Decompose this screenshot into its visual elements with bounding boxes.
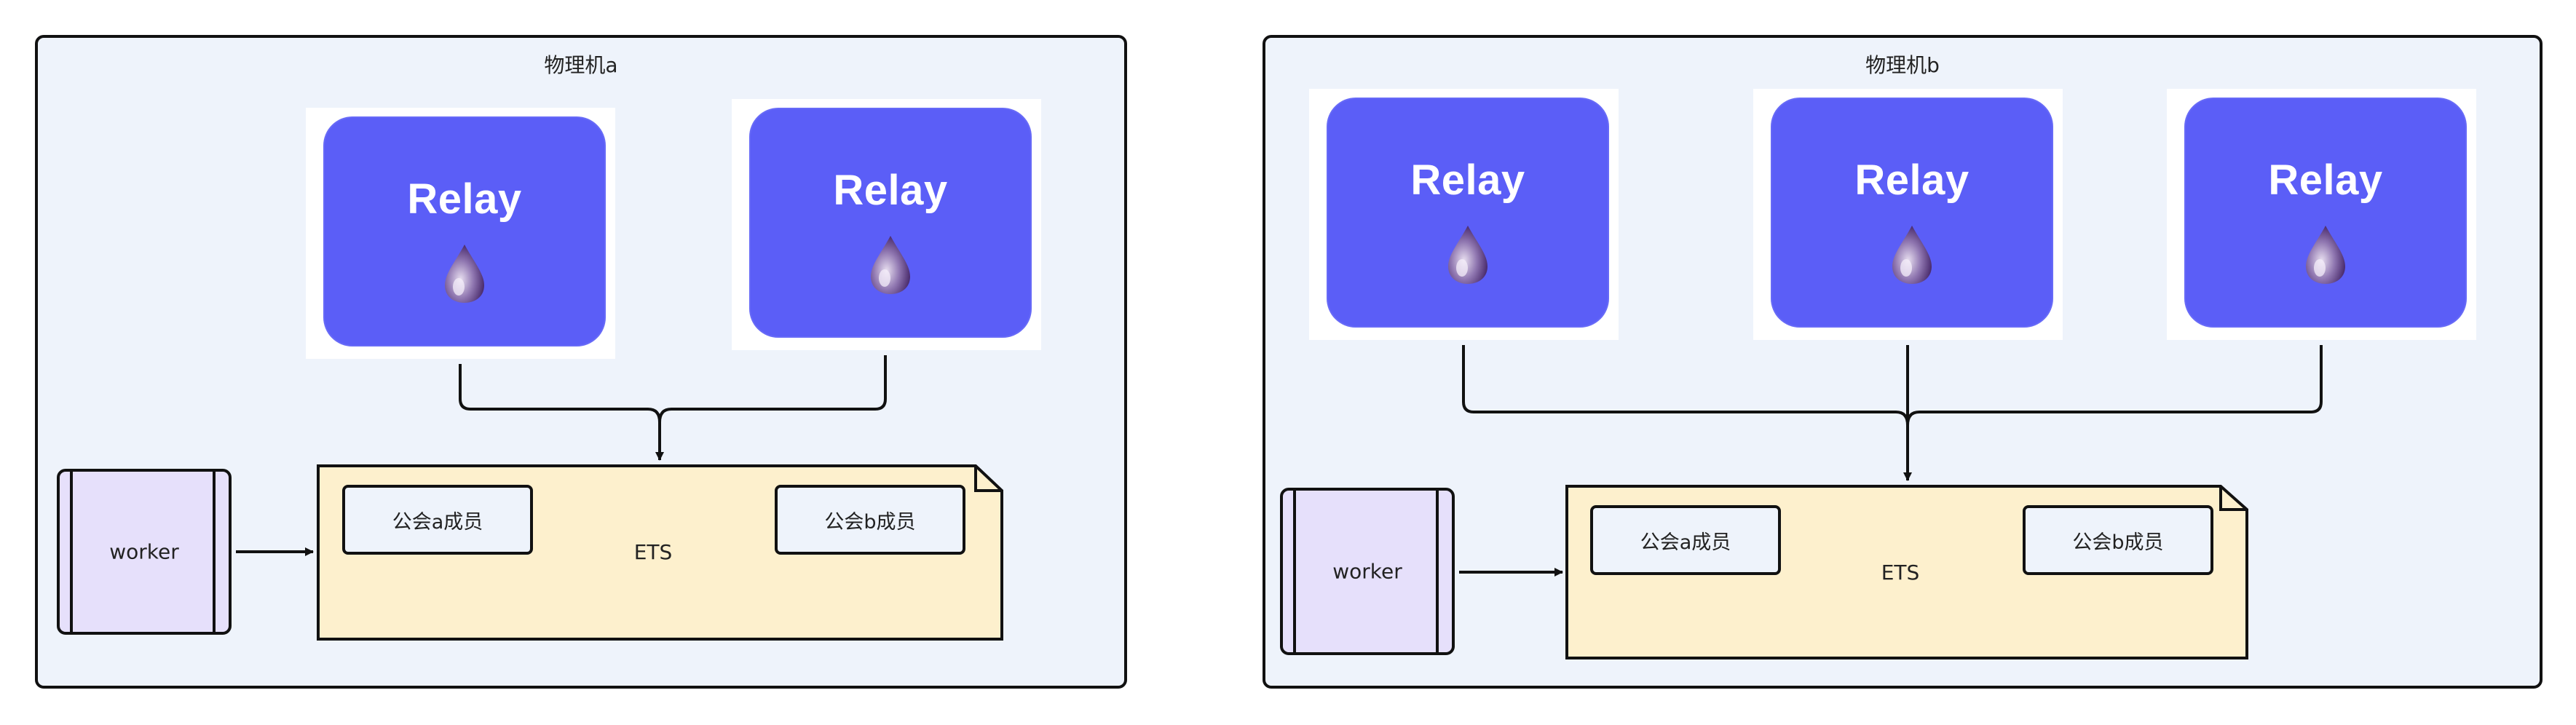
worker-b-label: worker bbox=[1332, 559, 1402, 584]
elixir-drop-icon bbox=[1892, 226, 1932, 284]
relay-b2-label: Relay bbox=[1854, 157, 1969, 204]
relay-a1[interactable]: Relay bbox=[323, 116, 606, 346]
machine-b-title: 物理机b bbox=[1865, 53, 1940, 77]
member-b-guild-a[interactable]: 公会a成员 bbox=[1590, 505, 1781, 575]
relay-a2-label: Relay bbox=[833, 167, 948, 214]
worker-a-right-bar bbox=[213, 472, 216, 632]
worker-b-left-bar bbox=[1293, 491, 1296, 652]
relay-b2[interactable]: Relay bbox=[1771, 98, 2053, 328]
relay-b3-frame: Relay bbox=[2167, 89, 2476, 340]
relay-b1[interactable]: Relay bbox=[1327, 98, 1609, 328]
elixir-drop-icon bbox=[871, 236, 910, 294]
worker-a-label: worker bbox=[109, 539, 179, 564]
member-a-guild-b[interactable]: 公会b成员 bbox=[775, 485, 965, 555]
relay-b-to-ets-connector bbox=[1462, 345, 2323, 481]
relay-b3-label: Relay bbox=[2268, 157, 2383, 204]
relay-a2[interactable]: Relay bbox=[749, 108, 1032, 338]
worker-b[interactable]: worker bbox=[1280, 488, 1455, 655]
ets-a-label: ETS bbox=[633, 540, 673, 564]
relay-b1-label: Relay bbox=[1410, 157, 1525, 204]
elixir-drop-icon bbox=[445, 245, 484, 303]
ets-b-label: ETS bbox=[1881, 560, 1920, 585]
worker-a-left-bar bbox=[70, 472, 73, 632]
worker-b-right-bar bbox=[1436, 491, 1439, 652]
relay-b1-frame: Relay bbox=[1309, 89, 1619, 340]
relay-a-to-ets-connector bbox=[459, 355, 887, 461]
relay-b3[interactable]: Relay bbox=[2184, 98, 2467, 328]
relay-a1-frame: Relay bbox=[306, 108, 615, 359]
relay-a1-label: Relay bbox=[407, 175, 522, 223]
member-a-guild-a[interactable]: 公会a成员 bbox=[342, 485, 533, 555]
member-b-guild-b[interactable]: 公会b成员 bbox=[2023, 505, 2213, 575]
relay-a2-frame: Relay bbox=[732, 99, 1041, 350]
relay-b2-frame: Relay bbox=[1753, 89, 2063, 340]
elixir-drop-icon bbox=[2306, 226, 2345, 284]
elixir-drop-icon bbox=[1448, 226, 1487, 284]
worker-a[interactable]: worker bbox=[57, 469, 232, 635]
machine-a-title: 物理机a bbox=[544, 53, 618, 77]
